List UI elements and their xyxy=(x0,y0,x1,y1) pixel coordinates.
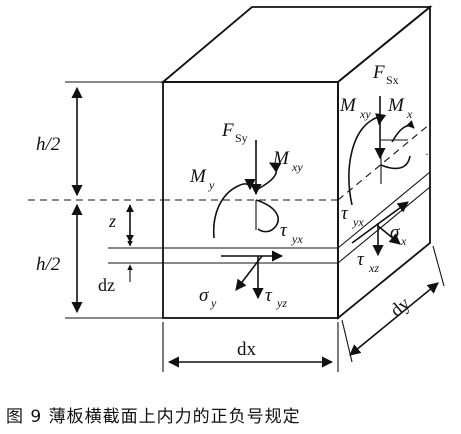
dx-label: dx xyxy=(237,339,257,360)
m-xy-side-label: M xyxy=(339,95,357,116)
f-sx-subscript: Sx xyxy=(386,73,399,87)
dz-label: dz xyxy=(98,275,115,295)
tau-yx-side-subscript: yx xyxy=(352,215,364,229)
tau-yz-label: τ xyxy=(265,285,273,306)
sigma-y-subscript: y xyxy=(210,296,217,310)
m-x-side-arc xyxy=(348,113,387,206)
sigma-y-label: σ xyxy=(199,285,209,306)
m-x-subscript: x xyxy=(406,107,413,121)
m-xy-front-subscript: xy xyxy=(291,160,303,174)
m-y-lower-arc xyxy=(255,199,279,233)
side-face-forces: F Sx M xy M x · τ yx σ x τ xz xyxy=(339,62,429,275)
tau-yx-front-subscript: yx xyxy=(291,232,303,246)
m-xy-side-subscript: xy xyxy=(359,107,371,121)
m-y-subscript: y xyxy=(208,178,215,192)
f-sx-label: F xyxy=(372,62,385,83)
tau-yx-side-label: τ xyxy=(341,203,349,224)
tau-yz-subscript: yz xyxy=(276,296,287,310)
m-xy-front-curl xyxy=(255,162,282,191)
f-sy-subscript: Sy xyxy=(235,131,248,145)
f-sy-label: F xyxy=(221,120,234,141)
m-xy-front-label: M xyxy=(272,148,290,169)
m-y-label: M xyxy=(189,166,207,187)
m-x-side-lower-arc xyxy=(380,155,411,170)
side-dot-mark: · xyxy=(425,147,429,161)
top-face xyxy=(160,6,433,83)
dy-label: dy xyxy=(386,293,414,322)
h-half-top-label: h/2 xyxy=(36,134,61,155)
side-face xyxy=(337,5,431,320)
tau-yx-front-label: τ xyxy=(280,220,288,241)
height-dimensions: h/2 h/2 z dz xyxy=(36,81,163,319)
m-x-label: M xyxy=(387,95,405,116)
sigma-y-arrow xyxy=(235,255,263,291)
m-xy-side-curl xyxy=(391,120,415,143)
tau-yx-side-arrow xyxy=(351,201,409,244)
m-y-curl xyxy=(212,178,256,239)
mid-plane xyxy=(28,123,431,201)
tau-xz-label: τ xyxy=(357,249,365,270)
figure-caption: 图 9 薄板横截面上内力的正负号规定 xyxy=(6,407,301,427)
lamina-dz xyxy=(108,171,431,264)
sigma-x-label: σ xyxy=(390,222,400,243)
dx-dimension: dx xyxy=(162,322,339,372)
z-label: z xyxy=(108,211,116,231)
h-half-bottom-label: h/2 xyxy=(36,254,61,275)
front-face-forces: F Sy M xy M y τ yx σ y τ yz xyxy=(189,120,303,310)
sigma-x-arrow xyxy=(377,225,401,245)
tau-xz-subscript: xz xyxy=(368,261,379,275)
sigma-x-subscript: x xyxy=(400,234,407,248)
